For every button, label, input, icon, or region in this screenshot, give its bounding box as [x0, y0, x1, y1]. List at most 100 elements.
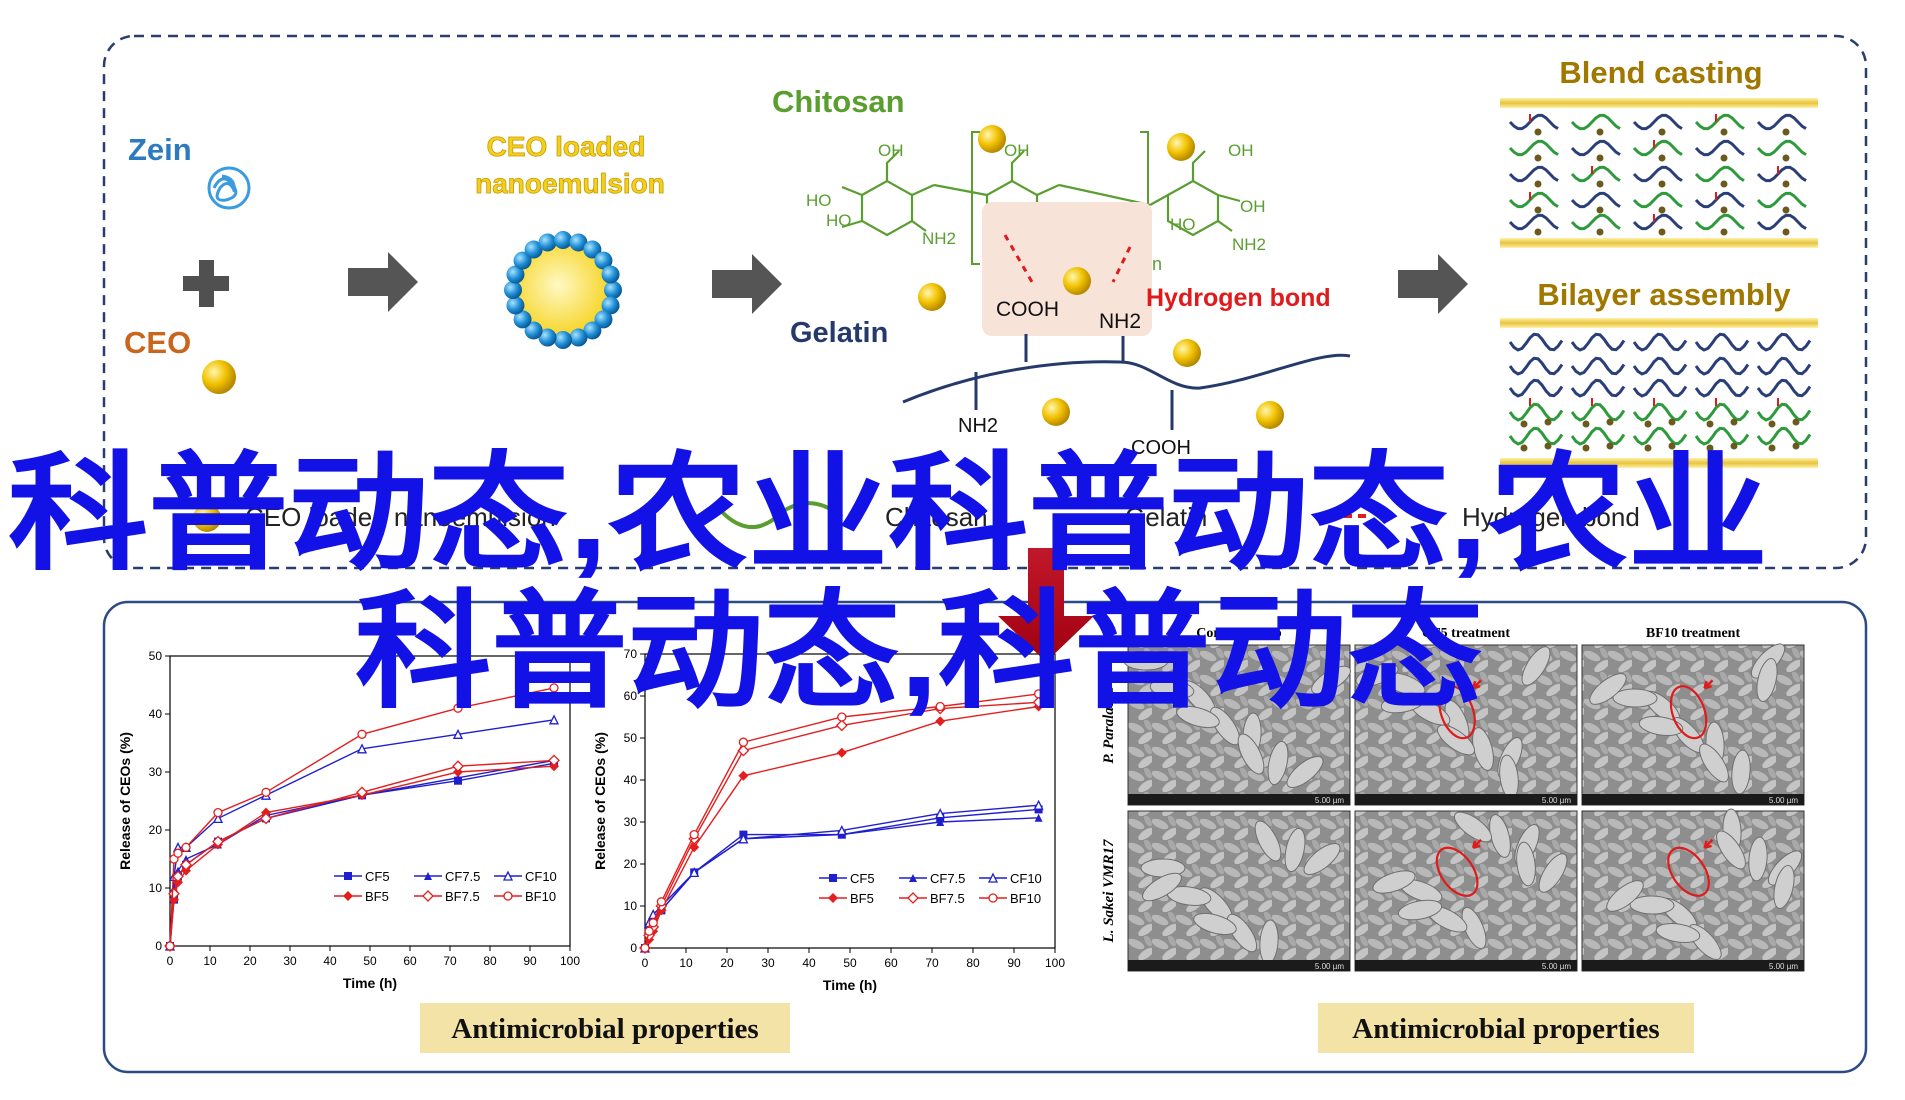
svg-text:HO: HO — [1170, 215, 1196, 234]
sem-column-header: Control group — [1196, 626, 1282, 641]
chitosan-label: Chitosan — [772, 84, 905, 119]
gelatin-strand — [1756, 356, 1812, 376]
arrow-right-icon — [712, 254, 782, 314]
bacterium-cell — [1731, 749, 1751, 795]
polymer-strand — [1508, 165, 1559, 183]
series-BF7.5 — [164, 754, 560, 952]
ceo-particle — [1720, 154, 1728, 162]
data-point — [260, 812, 272, 825]
y-tick-label: 10 — [624, 899, 638, 913]
plus-icon — [183, 260, 229, 307]
bacterium-cell — [1149, 679, 1195, 699]
ceo-particle — [1544, 442, 1552, 450]
antimicrobial-label-right: Antimicrobial properties — [1352, 1013, 1659, 1045]
x-axis-label: Time (h) — [343, 975, 397, 991]
gelatin-chain — [902, 334, 1351, 430]
legend-hbond-text: Hydrogen bond — [1462, 502, 1640, 532]
x-tick-label: 90 — [1007, 956, 1021, 970]
data-point — [935, 808, 946, 819]
sem-info-bar — [1582, 794, 1804, 805]
legend-entry: CF10 — [494, 869, 557, 884]
legend-label: CF5 — [850, 871, 875, 886]
x-tick-label: 10 — [679, 956, 693, 970]
pointer-arrow-icon — [1471, 838, 1483, 850]
polymer-strand — [1508, 113, 1559, 131]
ceo-particle — [1644, 420, 1652, 428]
nh2-lower-label: NH2 — [958, 415, 998, 437]
legend-label: BF5 — [365, 889, 389, 904]
gelatin-label: Gelatin — [790, 317, 888, 349]
ceo-particle — [1606, 442, 1614, 450]
ceo-particle — [1534, 180, 1542, 188]
data-point — [356, 786, 368, 799]
data-point — [909, 874, 917, 882]
y-tick-label: 20 — [624, 857, 638, 871]
svg-text:NH2: NH2 — [922, 229, 956, 248]
polymer-strand — [1694, 139, 1745, 157]
series-BF10 — [165, 683, 559, 951]
hydrogen-bond-dashes — [1003, 234, 1132, 283]
bilayer-assembly-label: Bilayer assembly — [1537, 277, 1791, 312]
surfactant-bead-icon — [538, 328, 557, 347]
legend-chitosan-swatch — [720, 501, 844, 529]
ceo-particle — [1720, 206, 1728, 214]
ceo-particle — [1520, 420, 1528, 428]
data-point — [935, 716, 946, 727]
data-point — [173, 848, 183, 858]
surfactant-bead-icon — [554, 231, 572, 249]
ceo-particle — [1534, 206, 1542, 214]
bacterium-cell — [1397, 899, 1443, 921]
data-point — [936, 818, 945, 826]
ceo-particle — [1606, 418, 1614, 426]
ceo-particle — [1730, 442, 1738, 450]
hydrogen-bond-label: Hydrogen bond — [1146, 284, 1331, 312]
pointer-arrow-icon — [1471, 679, 1483, 690]
data-point — [549, 683, 559, 693]
surfactant-bead-icon — [554, 331, 572, 349]
polymer-strand — [1694, 191, 1745, 209]
blend-film-strands — [1508, 113, 1807, 236]
gelatin-strand — [1632, 356, 1688, 376]
bacterium-cell — [1372, 870, 1416, 894]
polymer-strand — [1632, 213, 1683, 231]
y-tick-label: 30 — [624, 815, 638, 829]
ceo-particle — [1782, 180, 1790, 188]
data-point — [168, 887, 180, 900]
data-point — [836, 747, 847, 758]
ceo-particle — [1534, 128, 1542, 136]
bacterium-cell — [1303, 842, 1341, 876]
polymer-strand — [1756, 165, 1807, 183]
bacterium-cell — [1521, 646, 1551, 686]
nanoemulsion-label-line1: CEO loaded — [487, 131, 646, 162]
bacterium-cell — [1193, 912, 1237, 936]
y-axis-label: Release of CEOs (%) — [117, 732, 133, 870]
damage-highlight-ellipse — [1667, 846, 1710, 897]
ceo-particle — [1534, 154, 1542, 162]
sem-column-header: CF5 treatment — [1422, 626, 1510, 641]
bacterium-cell — [1286, 755, 1324, 789]
data-point — [689, 866, 700, 878]
data-point — [640, 943, 650, 953]
polymer-strand — [1632, 191, 1683, 209]
legend-entry: BF7.5 — [899, 891, 965, 906]
data-point — [343, 891, 353, 901]
ceo-particle — [1582, 420, 1590, 428]
data-point — [837, 712, 847, 722]
ceo-droplets — [918, 125, 1284, 429]
ceo-droplet-icon — [202, 360, 236, 394]
sem-info-bar — [1582, 960, 1804, 971]
gelatin-strand — [1694, 332, 1750, 352]
nh2-label: NH2 — [1099, 310, 1141, 333]
legend-label: CF5 — [365, 869, 390, 884]
sem-info-bar — [1128, 794, 1350, 805]
bacterium-cell — [1209, 706, 1241, 746]
bacterium-cell — [1655, 922, 1701, 944]
bacterium-cell — [1638, 715, 1684, 737]
polymer-strand — [1508, 139, 1559, 157]
legend-gelatin-text: Gelatin — [1125, 502, 1207, 532]
data-point — [689, 829, 699, 840]
svg-text:OH: OH — [1228, 141, 1254, 160]
blend-film-top-bar — [1500, 98, 1818, 108]
y-axis-label: Release of CEOs (%) — [592, 732, 608, 870]
